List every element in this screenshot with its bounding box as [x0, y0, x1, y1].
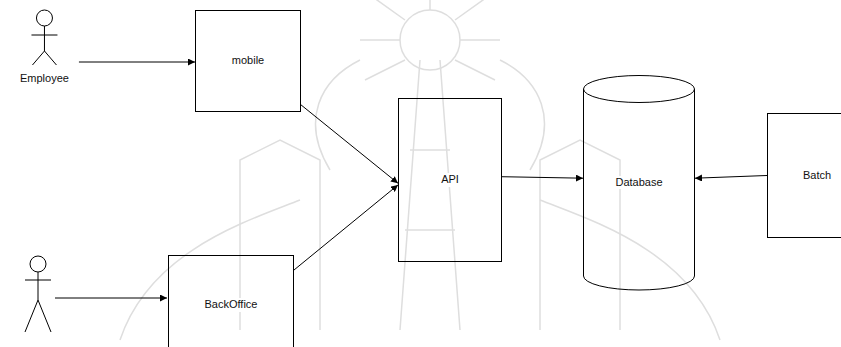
- cylinder-top: [584, 76, 695, 103]
- actor-figure: Employee: [10, 5, 79, 85]
- actor-figure: [25, 256, 51, 332]
- cylinder-body: [584, 89, 695, 290]
- node-label: mobile: [230, 54, 266, 67]
- process-box: Batch: [767, 113, 841, 238]
- actor-label: Employee: [18, 72, 71, 85]
- arrow-connector: [294, 185, 398, 270]
- arrow-connector: [301, 105, 398, 183]
- actor-arrow: [55, 298, 167, 299]
- arrow-connector: [502, 177, 583, 178]
- process-box: mobile: [195, 10, 301, 112]
- node-label: Batch: [801, 169, 833, 182]
- node-label: BackOffice: [203, 298, 260, 311]
- node-label: API: [439, 173, 461, 186]
- process-box: API: [398, 98, 502, 262]
- actor-head: [36, 10, 52, 26]
- node-label: Database: [613, 176, 664, 189]
- watermark-seal: [120, 0, 720, 340]
- actor-body: [31, 26, 57, 65]
- database-cylinder: Database: [583, 75, 695, 290]
- arrow-connector: [79, 62, 195, 63]
- arrow-connector: [695, 176, 767, 179]
- process-box: BackOffice: [168, 255, 294, 347]
